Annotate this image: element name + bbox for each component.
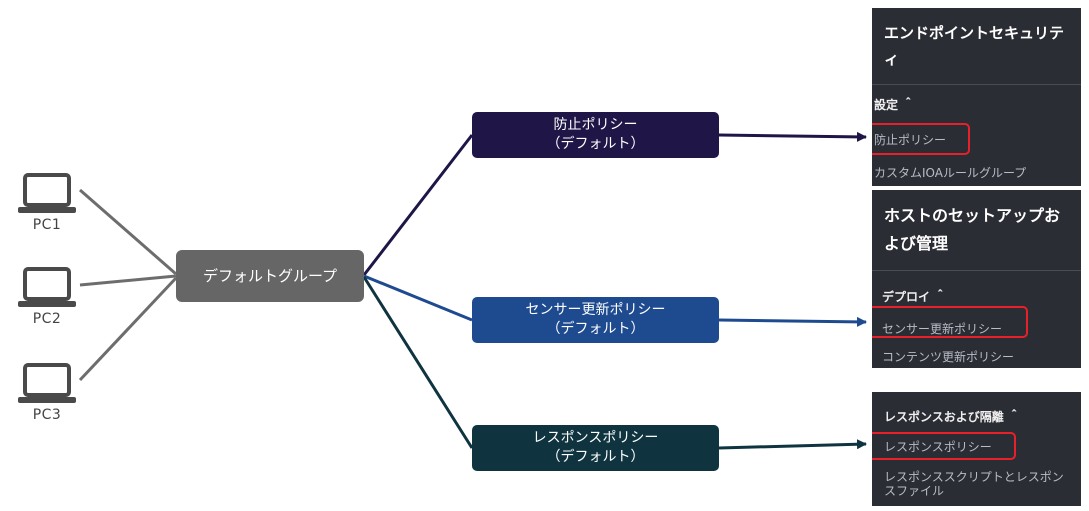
- default-group-box: デフォルトグループ: [176, 250, 364, 302]
- prevention-policy-box: 防止ポリシー （デフォルト）: [472, 112, 719, 158]
- pc1-label: PC1: [32, 217, 62, 233]
- group-to-response-line: [362, 276, 474, 449]
- laptop-icon: [18, 363, 76, 403]
- host-setup-panel: ホストのセットアップおよび管理 デプロイ ＾ センサー更新ポリシー コンテンツ更…: [872, 190, 1081, 368]
- response-containment-panel: レスポンスおよび隔離 ＾ レスポンスポリシー レスポンススクリプトとレスポンスフ…: [872, 392, 1081, 506]
- pc1-node: PC1: [12, 172, 82, 233]
- sensor-update-policy-box: センサー更新ポリシー （デフォルト）: [472, 297, 719, 343]
- pc3-node: PC3: [12, 362, 82, 423]
- pc1-to-group-line: [79, 188, 177, 276]
- menu-item-custom-ioa-rule-groups[interactable]: カスタムIOAルールグループ: [874, 166, 1027, 180]
- pc3-to-group-line: [78, 276, 178, 382]
- response-section-header[interactable]: レスポンスおよび隔離 ＾: [884, 410, 1020, 424]
- menu-item-sensor-update-policy[interactable]: センサー更新ポリシー: [882, 322, 1003, 336]
- highlight-box: [872, 123, 970, 155]
- settings-section-header[interactable]: 設定 ＾: [874, 98, 915, 112]
- panel-divider: [872, 84, 1081, 85]
- panel-title: エンドポイントセキュリティ: [884, 24, 1065, 68]
- pc3-label: PC3: [32, 407, 62, 423]
- menu-item-response-scripts-and-files[interactable]: レスポンススクリプトとレスポンスファイル: [884, 470, 1064, 498]
- pc2-node: PC2: [12, 266, 82, 327]
- response-policy-box: レスポンスポリシー （デフォルト）: [472, 425, 719, 471]
- endpoint-security-panel: エンドポイントセキュリティ 設定 ＾ 防止ポリシー カスタムIOAルールグループ: [872, 8, 1081, 186]
- menu-item-content-update-policy[interactable]: コンテンツ更新ポリシー: [882, 350, 1015, 364]
- menu-item-response-policy[interactable]: レスポンスポリシー: [884, 440, 992, 454]
- menu-item-prevention-policy[interactable]: 防止ポリシー: [874, 133, 947, 147]
- response-arrow: [718, 439, 867, 450]
- prevention-arrow: [718, 131, 867, 142]
- panel-title: ホストのセットアップおよび管理: [884, 206, 1061, 253]
- pc2-label: PC2: [32, 311, 62, 327]
- group-to-prevention-line: [362, 134, 474, 276]
- sensor-arrow: [718, 316, 867, 327]
- panel-divider: [872, 270, 1081, 271]
- pc2-to-group-line: [79, 274, 177, 287]
- laptop-icon: [18, 173, 76, 213]
- highlight-box: [872, 432, 1016, 460]
- group-to-sensor-line: [363, 274, 473, 322]
- laptop-icon: [18, 267, 76, 307]
- highlight-box: [872, 306, 1028, 338]
- deploy-section-header[interactable]: デプロイ ＾: [882, 290, 947, 304]
